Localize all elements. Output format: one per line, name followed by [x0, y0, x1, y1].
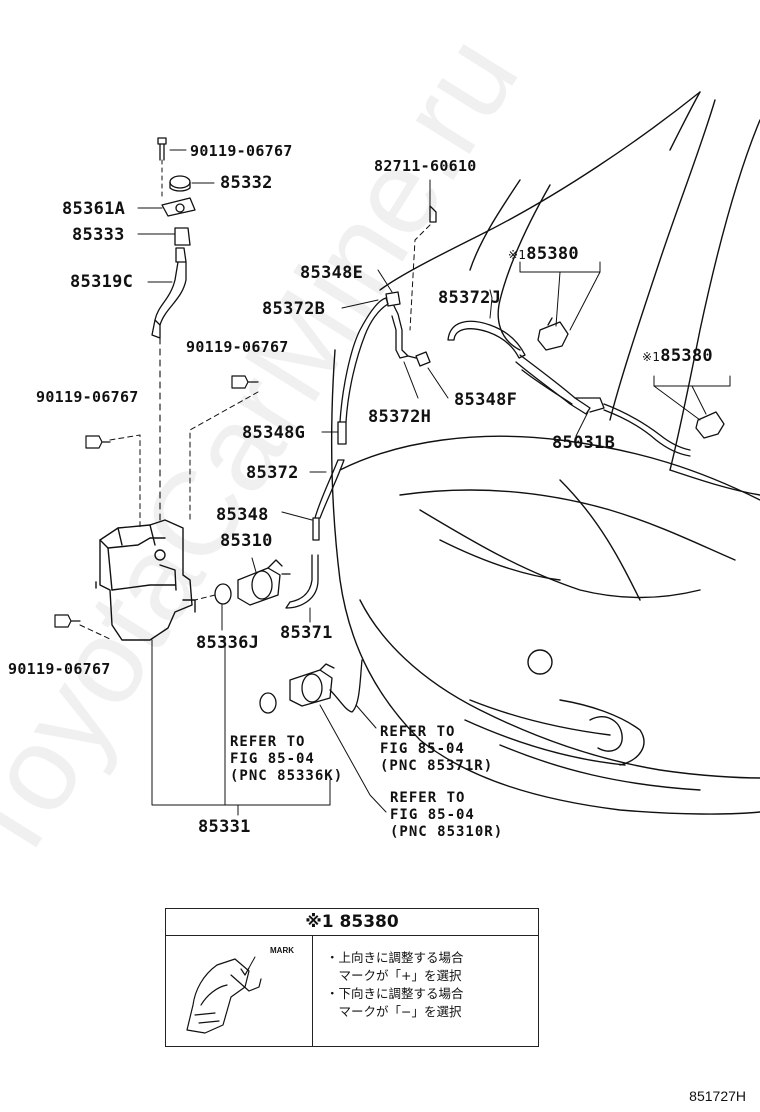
part-85348: 85348: [216, 505, 269, 525]
part-85336j: 85336J: [196, 633, 260, 653]
ref-line: (PNC 85336K): [230, 768, 344, 784]
instruction-line: ・下向きに調整する場合: [326, 986, 464, 1001]
dashed-leaders: [79, 224, 431, 641]
part-85331: 85331: [198, 817, 251, 837]
part-85031b: 85031B: [552, 433, 616, 453]
part-85371: 85371: [280, 623, 333, 643]
note-table-instructions: ・上向きに調整する場合 マークが「+」を選択 ・下向きに調整する場合 マークが「…: [326, 949, 464, 1021]
instruction-line: マークが「−」を選択: [326, 1004, 462, 1019]
part-85348f: 85348F: [454, 390, 518, 410]
ref-line: FIG 85-04: [230, 751, 315, 767]
part-85310: 85310: [220, 531, 273, 551]
reference-note-85310r: REFER TO FIG 85-04 (PNC 85310R): [390, 790, 503, 841]
part-85380-lower: ※185380: [642, 347, 713, 366]
filler-neck-parts: [151, 137, 196, 521]
part-85348g: 85348G: [242, 423, 306, 443]
ref-line: (PNC 85371R): [380, 758, 494, 774]
nozzles: [537, 317, 725, 439]
pump-lower: [259, 659, 363, 714]
hoses: [285, 205, 691, 609]
part-85372: 85372: [246, 463, 299, 483]
pump-upper: [214, 559, 291, 606]
note-marker: ※1: [508, 248, 527, 262]
vehicle-body-outline: [331, 91, 760, 815]
note-marker: ※1: [642, 350, 661, 364]
part-85333: 85333: [72, 225, 125, 245]
part-number: 85380: [660, 346, 713, 366]
mark-illustration: [186, 956, 262, 1034]
part-82711-60610: 82711-60610: [374, 157, 477, 175]
part-90119-06767-bottom: 90119-06767: [8, 660, 111, 678]
part-85380-upper: ※185380: [508, 245, 579, 264]
ref-line: REFER TO: [230, 734, 306, 750]
ref-line: (PNC 85310R): [390, 824, 504, 840]
part-85348e: 85348E: [300, 263, 364, 283]
ref-line: FIG 85-04: [380, 741, 465, 757]
reference-note-85371r: REFER TO FIG 85-04 (PNC 85371R): [380, 724, 493, 775]
note-table-85380: ※1 85380 MARK ・上向きに調整する場合 マークが「+」を選択 ・下向…: [165, 908, 539, 1047]
ref-line: REFER TO: [390, 790, 466, 806]
note-table-header: ※1 85380: [166, 909, 538, 936]
bolts: [54, 375, 259, 628]
part-85372h: 85372H: [368, 407, 432, 427]
ref-line: REFER TO: [380, 724, 456, 740]
part-85319c: 85319C: [70, 272, 134, 292]
instruction-line: ・上向きに調整する場合: [326, 950, 464, 965]
reference-note-85336k: REFER TO FIG 85-04 (PNC 85336K): [230, 734, 343, 785]
part-90119-06767-mid: 90119-06767: [186, 338, 289, 356]
mark-label: MARK: [270, 946, 294, 955]
instruction-line: マークが「+」を選択: [326, 968, 462, 983]
figure-id: 851727H: [689, 1088, 746, 1104]
washer-tank: [95, 519, 196, 641]
leader-lines: [137, 149, 731, 816]
note-table-illustration-cell: MARK: [166, 936, 313, 1046]
part-90119-06767-top: 90119-06767: [190, 142, 293, 160]
part-85332: 85332: [220, 173, 273, 193]
ref-line: FIG 85-04: [390, 807, 475, 823]
part-85372b: 85372B: [262, 299, 326, 319]
part-85361a: 85361A: [62, 199, 126, 219]
part-90119-06767-left: 90119-06767: [36, 388, 139, 406]
part-85372j: 85372J: [438, 288, 502, 308]
part-number: 85380: [526, 244, 579, 264]
